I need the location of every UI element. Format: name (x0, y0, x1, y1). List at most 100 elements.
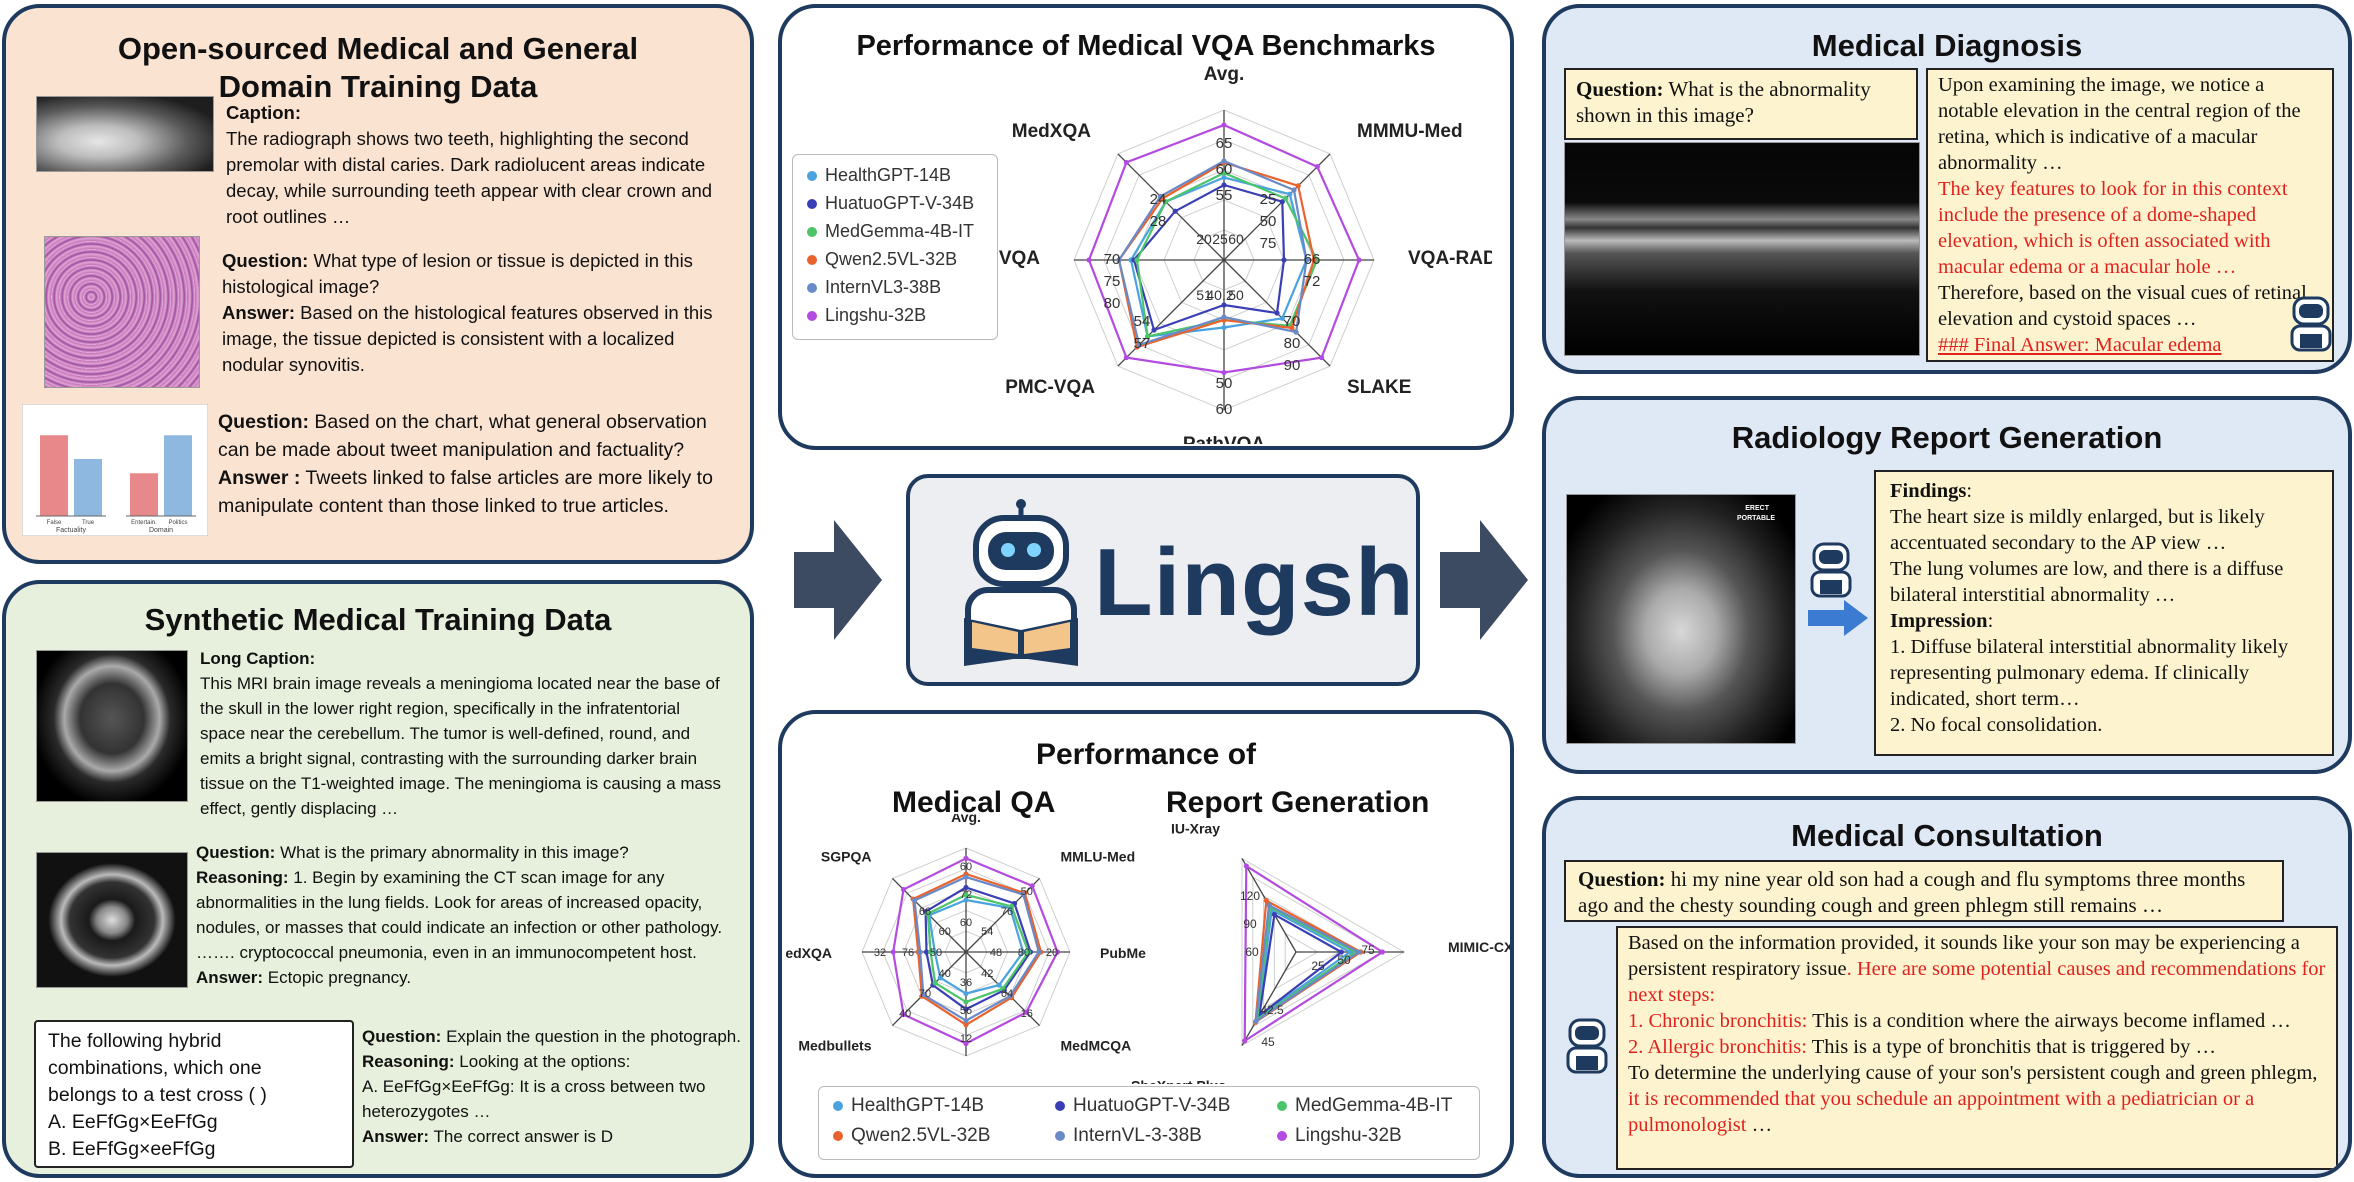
radar-axis-label: IU-Xray (1171, 821, 1220, 837)
cause-2-text: This is a type of bronchitis that is tri… (1806, 1036, 2216, 1058)
radar-point (963, 884, 969, 891)
radar-point (1020, 892, 1026, 898)
caption-label: Caption: (226, 102, 302, 123)
radar-point (1008, 903, 1015, 910)
answer-text: The correct answer is D (429, 1127, 613, 1146)
radar-axis-label: VQA-RAD (1408, 248, 1492, 269)
radar-tick-label: 90 (1243, 917, 1257, 931)
question-text: What type of lesion or tissue is depicte… (222, 250, 693, 297)
mini-right-cat-1: Politics (168, 520, 187, 526)
cause-1-text: This is a condition where the airways be… (1807, 1010, 2291, 1032)
radiology-title: Radiology Report Generation (1731, 420, 2163, 455)
radar-tick-label: 75 (1361, 943, 1375, 957)
question-label: Question: (1578, 867, 1666, 891)
long-caption-text: This MRI brain image reveals a meningiom… (200, 674, 721, 818)
radar-point (963, 855, 969, 861)
long-caption-block: Long Caption: This MRI brain image revea… (200, 646, 730, 821)
tweet-bar-chart-image: Factuality Domain False True Entertain. … (22, 404, 208, 536)
question-text: hi my nine year old son had a cough and … (1578, 867, 2246, 917)
mini-left-cat-0: False (47, 520, 62, 526)
radar-tick-label: 80 (1018, 947, 1030, 959)
medical-qa-radar-chart: Avg.MMLU-MedPubMedQAMedMCQAMedQAMedbulle… (786, 814, 1146, 1084)
impression-line: 1. Diffuse bilateral interstitial abnorm… (1890, 636, 2289, 710)
perf-title: Performance of (1035, 738, 1257, 771)
radar-point (1086, 257, 1092, 263)
answer-text: Ectopic pregnancy. (263, 968, 412, 987)
radar-tick-label: 45 (1261, 1035, 1275, 1049)
radar-axis-label: MMMU-Med (1357, 121, 1463, 142)
radar-tick-label: 54 (981, 926, 993, 938)
answer-end: … (1746, 1114, 1773, 1136)
legend-item: HuatuoGPT-V-34B (807, 193, 974, 214)
radar-tick-label: 66 (1304, 251, 1321, 268)
photo-line: belongs to a test cross ( ) (48, 1084, 267, 1106)
mini-bar (164, 435, 192, 516)
cause-1-label: 1. Chronic bronchitis: (1628, 1010, 1808, 1032)
radar-point (963, 897, 969, 903)
radar-point (1243, 863, 1249, 869)
impression-line: 2. No focal consolidation. (1890, 714, 2103, 736)
radar-point (1311, 257, 1317, 263)
radar-tick-label: 60 (960, 861, 972, 873)
radar-tick-label: 80 (1284, 335, 1301, 352)
answer-highlight-text: . Here are some potential causes and rec… (1628, 958, 2326, 1006)
radiology-report-box: Findings: The heart size is mildly enlar… (1874, 470, 2334, 756)
radar-point (932, 949, 938, 955)
radar-point (1221, 324, 1227, 331)
legend-item: HuatuoGPT-V-34B (1055, 1095, 1230, 1117)
reasoning-label: Reasoning: (196, 868, 289, 887)
mini-left-cat-1: True (82, 520, 95, 526)
radar-point (1281, 257, 1287, 263)
radar-series-line (926, 893, 1030, 1004)
radar-tick-label: 40 (899, 1008, 911, 1020)
synthetic-title: Synthetic Medical Training Data (144, 602, 612, 637)
radar-axis-label: MMLU-Med (1061, 848, 1136, 864)
chart-qa-block: Question: Based on the chart, what gener… (218, 408, 738, 520)
radar-tick-label: 20 (1196, 231, 1212, 247)
vqa-performance-panel: Performance of Medical VQA Benchmarks Av… (778, 4, 1514, 450)
ct-scan-image (36, 852, 188, 988)
radar-tick-label: 80 (1104, 295, 1121, 312)
radar-tick-label: 25 (1311, 959, 1325, 973)
answer-text: Based on the information provided, it so… (1628, 932, 2300, 980)
radar-point (1338, 949, 1344, 955)
question-label: Question: (222, 250, 309, 271)
radar-tick-label: 48 (990, 947, 1002, 959)
consultation-answer-box: Based on the information provided, it so… (1616, 926, 2338, 1170)
radar-point (1054, 949, 1061, 955)
synthetic-data-panel: Synthetic Medical Training Data Long Cap… (2, 580, 754, 1178)
legend-item: HealthGPT-14B (833, 1095, 984, 1117)
radar-point (996, 982, 1002, 988)
dental-radiograph-image (36, 96, 214, 172)
radar-axis-label: SLAKE (1347, 377, 1411, 398)
mini-bar (40, 435, 68, 516)
radar-point (1023, 1009, 1029, 1015)
radar-axis-label: PathVQA (1183, 434, 1266, 444)
histology-image (44, 236, 200, 388)
radar-point (1274, 310, 1280, 316)
radar-tick-label: 40.2 (1206, 287, 1233, 303)
radar-tick-label: 51 (1196, 287, 1212, 303)
robot-doctor-icon (2290, 296, 2332, 352)
radar-point (963, 991, 969, 997)
reasoning-text: 1. Begin by examining the CT scan image … (196, 868, 723, 962)
radar-tick-label: 50 (1228, 287, 1244, 303)
photo-line: combinations, which one (48, 1057, 262, 1079)
radar-point (1279, 315, 1285, 321)
vqa-radar-chart: Avg.MMMU-MedVQA-RADSLAKEPathVQAPMC-VQAOM… (972, 64, 1492, 444)
radar-point (963, 892, 969, 898)
radar-point (1287, 191, 1293, 197)
radar-axis-label: Avg. (1204, 64, 1244, 85)
radar-axis-label: MIMIC-CXR (1448, 939, 1512, 955)
radar-point (1295, 183, 1301, 189)
radar-point (1314, 164, 1320, 170)
radar-point (1025, 949, 1031, 955)
answer-text: Tweets linked to false articles are more… (218, 467, 713, 517)
radar-axis-label: MedQA (942, 1081, 991, 1084)
legend-item: MedGemma-4B-IT (1277, 1095, 1452, 1117)
photo-line: B. EeFfGg×eeFfGg (48, 1138, 216, 1160)
radar-point (1282, 195, 1289, 202)
radar-point (1163, 199, 1169, 205)
radar-tick-label: 42.5 (1260, 1003, 1284, 1017)
